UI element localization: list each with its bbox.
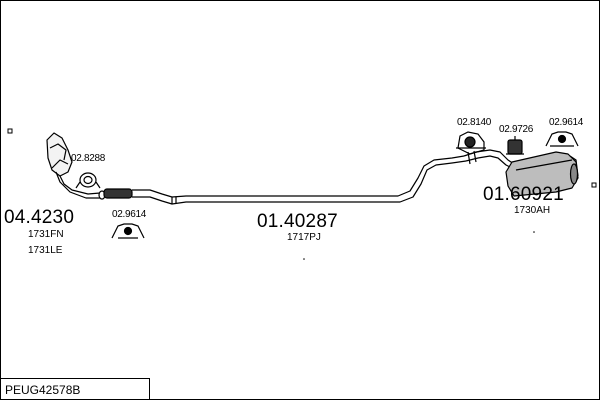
- mount-front-icon: [111, 223, 145, 239]
- front-pipe-catalyst: [46, 132, 106, 200]
- rear-pipe: [463, 149, 515, 169]
- mount-rear-c-ref: 02.9614: [549, 117, 584, 128]
- rear-silencer-code: 1730AH: [514, 205, 551, 216]
- clamp-front-ref: 02.8288: [71, 153, 106, 164]
- mount-rear-b-ref: 02.9726: [499, 124, 534, 135]
- middle-pipe-ref: 01.40287: [257, 211, 338, 232]
- front-pipe-code-2: 1731LE: [28, 245, 63, 256]
- dot-rear: [533, 231, 535, 233]
- rear-silencer: [505, 151, 579, 197]
- front-pipe-code-1: 1731FN: [28, 229, 64, 240]
- mount-rear-a-ref: 02.8140: [457, 117, 492, 128]
- mount-rear-c-icon: [545, 131, 579, 147]
- footer-code: PEUG42578B: [5, 383, 81, 397]
- mount-rear-a-icon: [456, 131, 486, 155]
- marker-right: [591, 182, 597, 188]
- rear-silencer-ref: 01.60921: [483, 184, 564, 205]
- middle-pipe-code: 1717PJ: [287, 232, 321, 243]
- mount-rear-b-icon: [506, 136, 524, 155]
- marker-left: [7, 128, 13, 134]
- footer-code-box: PEUG42578B: [1, 378, 150, 399]
- dot-middle: [303, 258, 305, 260]
- front-pipe-ref: 04.4230: [4, 207, 75, 228]
- clamp-front-icon: [75, 172, 101, 189]
- middle-pipe: [103, 155, 467, 205]
- mount-front-ref: 02.9614: [112, 209, 147, 220]
